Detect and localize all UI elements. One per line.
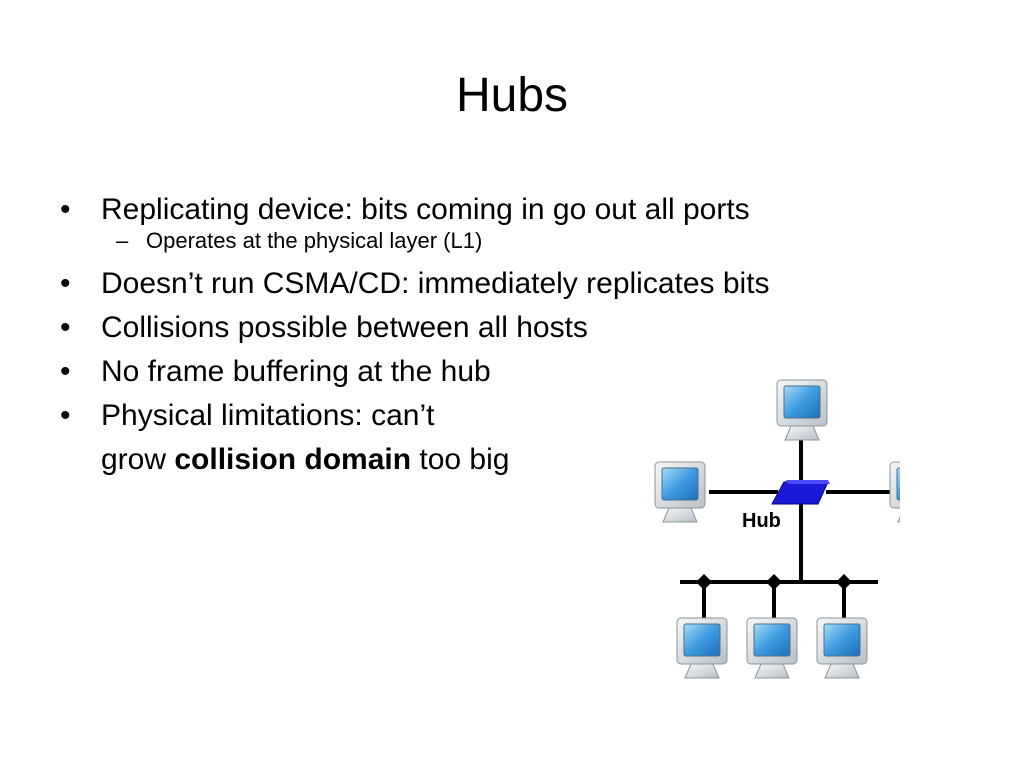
- computer-icon: [676, 617, 728, 679]
- bullet-glyph: •: [60, 267, 71, 300]
- hub-icon: [771, 481, 829, 505]
- bullet-item: • Collisions possible between all hosts: [60, 306, 960, 350]
- bullet-glyph: •: [60, 355, 71, 388]
- bullet-text: Replicating device: bits coming in go ou…: [101, 193, 750, 226]
- bullet-glyph: •: [60, 311, 71, 344]
- bullet-list: • Replicating device: bits coming in go …: [60, 188, 960, 482]
- computer-icon: [654, 461, 706, 523]
- bullet-item: • Doesn’t run CSMA/CD: immediately repli…: [60, 262, 960, 306]
- bus-tap-marker: [766, 574, 782, 590]
- computer-icon: [816, 617, 868, 679]
- bullet-text-line2: grow collision domain too big: [101, 438, 960, 482]
- slide-title: Hubs: [455, 69, 569, 122]
- sub-bullet-item: – Operates at the physical layer (L1): [60, 228, 960, 262]
- hub-label: Hub: [742, 510, 781, 532]
- bullet-item: • Replicating device: bits coming in go …: [60, 188, 960, 232]
- bullet-item: • Physical limitations: can’t grow colli…: [60, 394, 960, 482]
- bullet-glyph: •: [60, 193, 71, 226]
- collision-domain-term: collision domain: [174, 443, 412, 476]
- bus-tap-marker: [696, 574, 712, 590]
- computer-icon: [746, 617, 798, 679]
- bullet-glyph: •: [60, 399, 71, 432]
- computer-icon: [889, 461, 900, 523]
- bullet-text: Doesn’t run CSMA/CD: immediately replica…: [101, 267, 770, 300]
- bullet-text: No frame buffering at the hub: [101, 355, 491, 388]
- bullet-text-line1: Physical limitations: can’t: [101, 399, 435, 432]
- hub-network-diagram: Hub: [654, 379, 900, 679]
- computer-icon: [776, 379, 828, 441]
- bus-tap-marker: [836, 574, 852, 590]
- bullet-text: Collisions possible between all hosts: [101, 311, 588, 344]
- sub-bullet-text: Operates at the physical layer (L1): [146, 228, 483, 253]
- bullet-text-suffix: too big: [411, 443, 510, 476]
- bullet-item: • No frame buffering at the hub: [60, 350, 960, 394]
- dash-glyph: –: [116, 228, 129, 253]
- hub-icon-top: [786, 480, 830, 484]
- bullet-text-prefix: grow: [101, 443, 175, 476]
